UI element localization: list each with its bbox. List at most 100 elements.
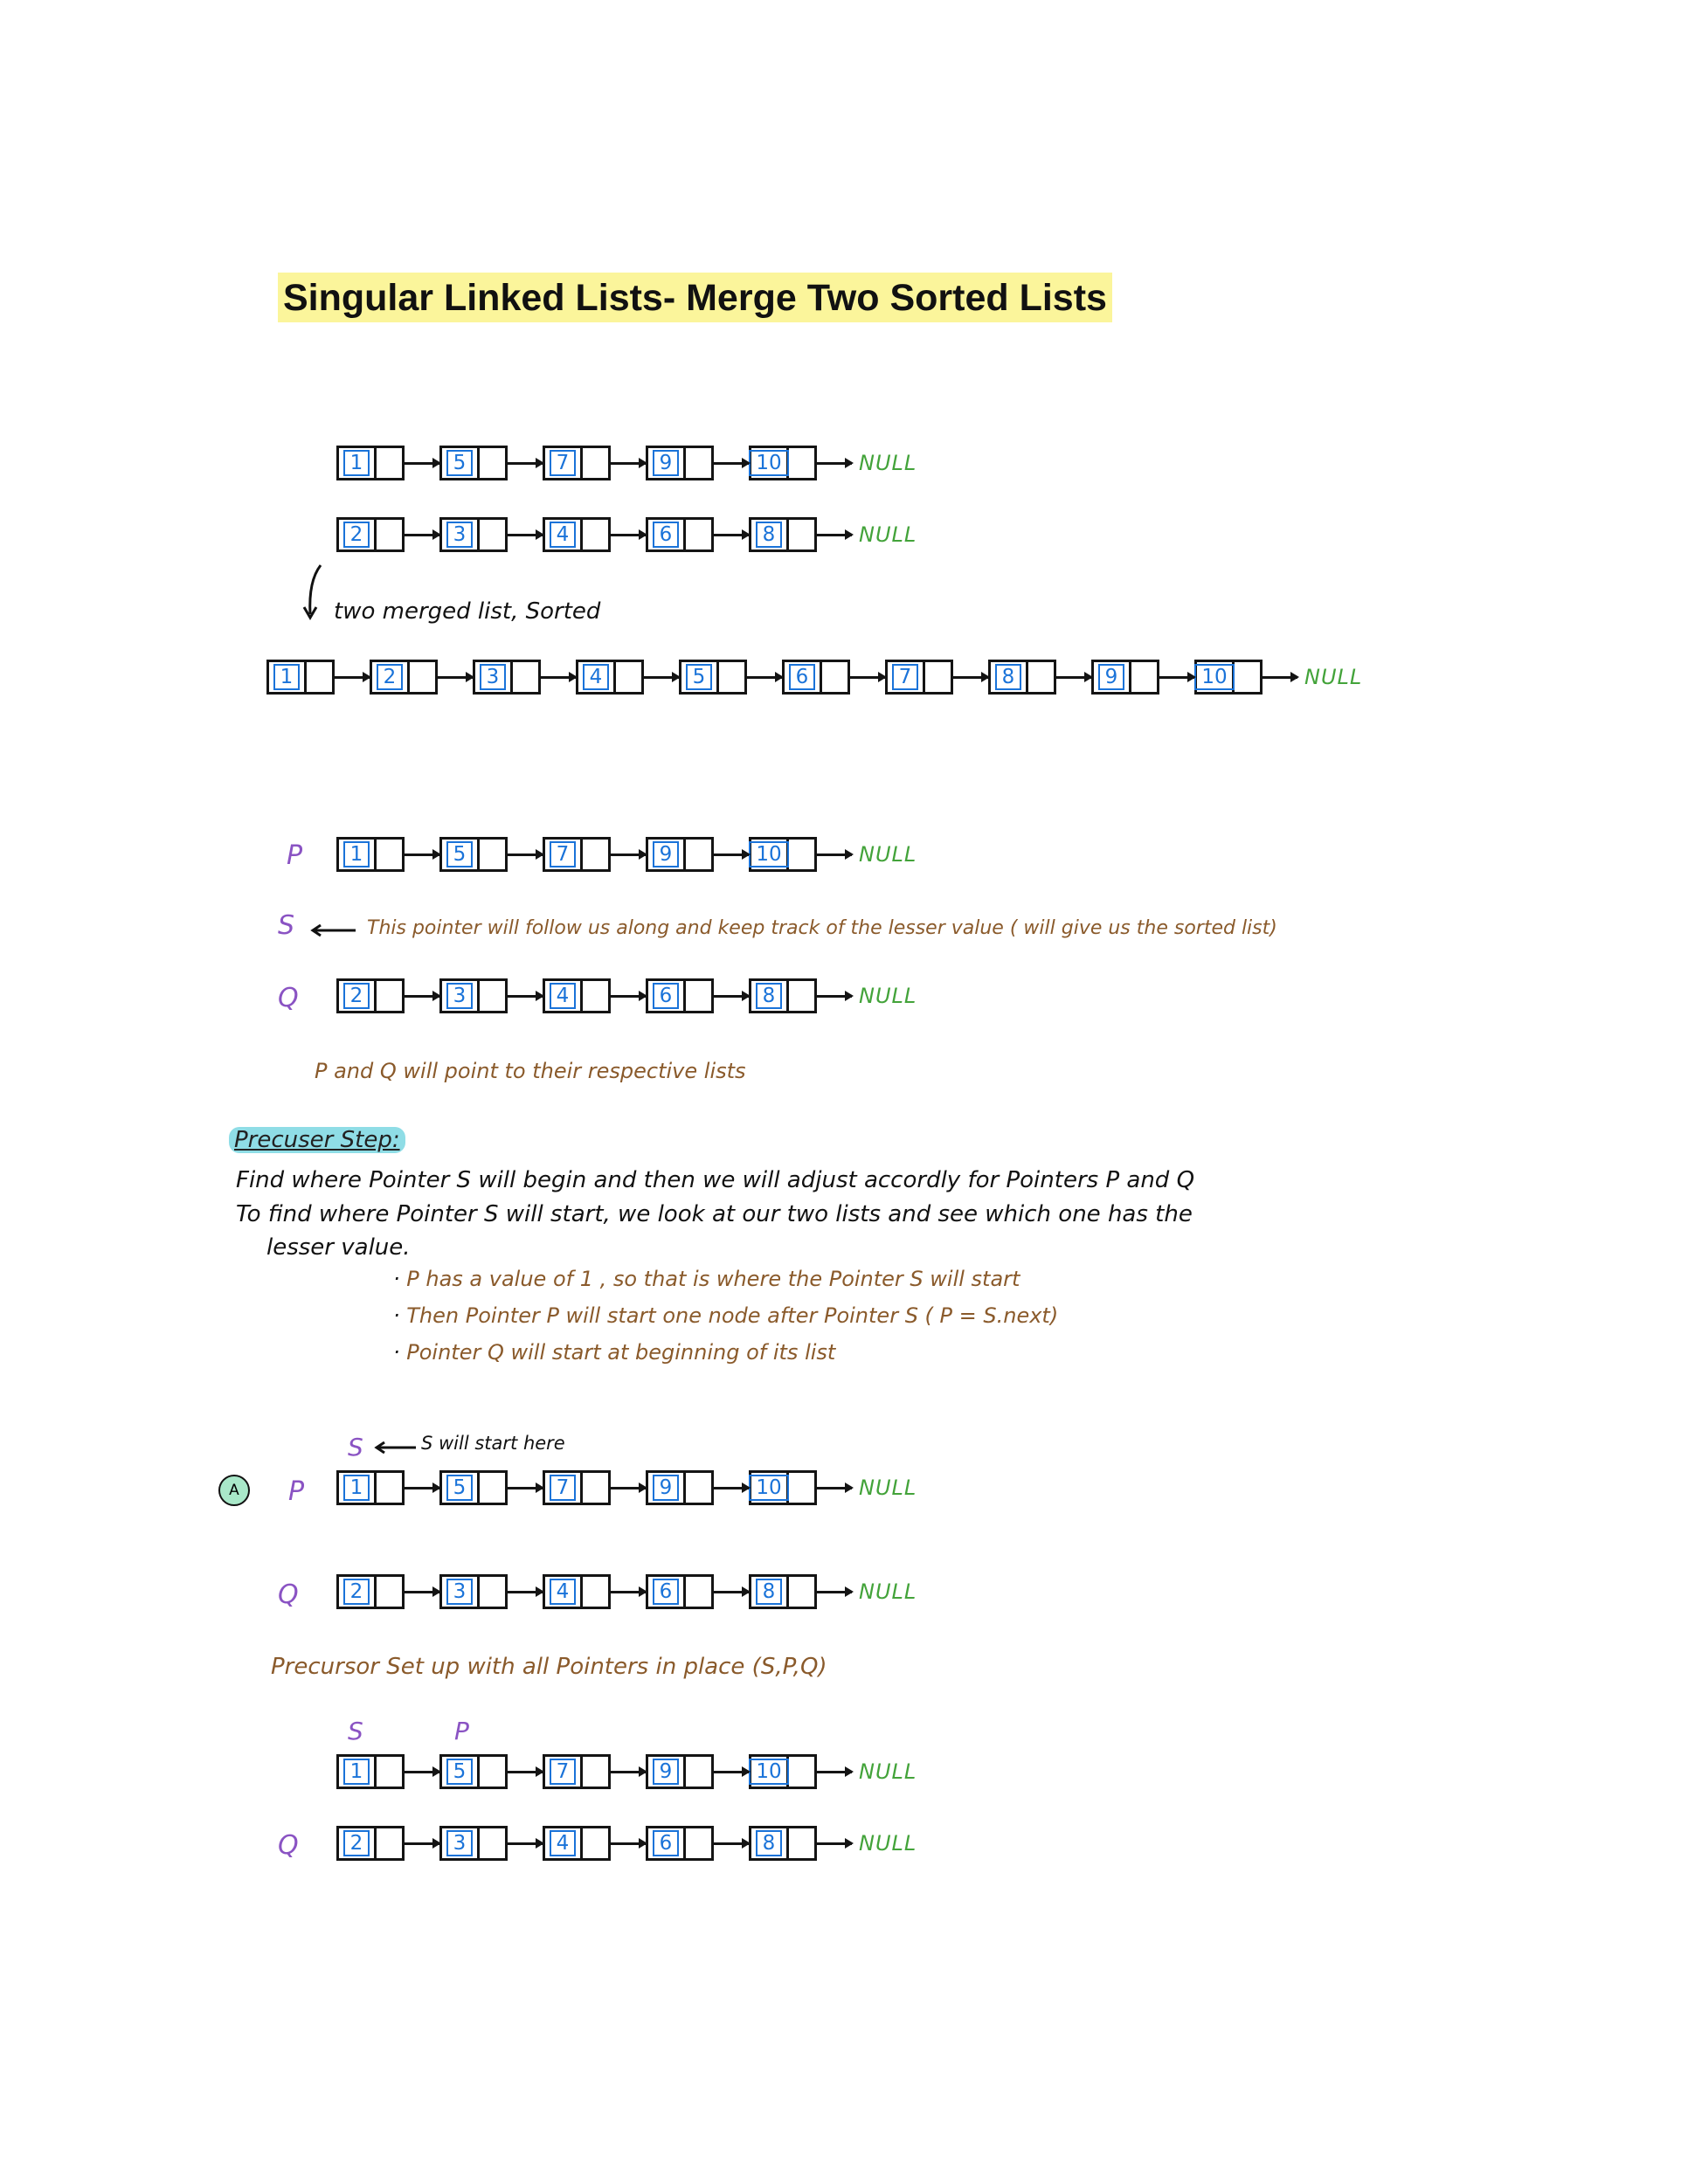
- node-next-pointer: [686, 1828, 711, 1858]
- node-value: 6: [648, 520, 686, 549]
- precursor-line-3: lesser value.: [266, 1234, 411, 1261]
- list-node: 6: [646, 978, 714, 1013]
- null-label: NULL: [1304, 665, 1363, 689]
- list-node: 2: [336, 1574, 405, 1609]
- next-arrow-icon: [438, 671, 474, 682]
- node-value: 1: [339, 1473, 377, 1503]
- list-node: 3: [473, 660, 541, 695]
- null-label: NULL: [859, 1831, 917, 1856]
- null-label: NULL: [859, 451, 917, 475]
- next-arrow-icon: [1159, 671, 1196, 682]
- pq-note: P and Q will point to their respective l…: [315, 1059, 746, 1083]
- list-node: 3: [439, 978, 508, 1013]
- list-node: 4: [576, 660, 644, 695]
- next-arrow-icon: [817, 990, 854, 1001]
- node-next-pointer: [480, 840, 505, 869]
- pointer-p-label: P: [287, 840, 303, 871]
- pointer-q-label: Q: [278, 1579, 299, 1610]
- list-node: 9: [646, 837, 714, 872]
- node-next-pointer: [789, 520, 814, 549]
- next-arrow-icon: [817, 1766, 854, 1777]
- node-next-pointer: [377, 448, 402, 478]
- list-node: 3: [439, 517, 508, 552]
- next-arrow-icon: [405, 1766, 441, 1777]
- node-value: 9: [648, 840, 686, 869]
- node-value: 3: [442, 520, 480, 549]
- list-node: 8: [749, 517, 817, 552]
- node-next-pointer: [1131, 662, 1157, 692]
- node-value: 7: [545, 448, 583, 478]
- list-node: 4: [543, 517, 611, 552]
- next-arrow-icon: [541, 671, 578, 682]
- list-node: 10: [749, 837, 817, 872]
- next-arrow-icon: [953, 671, 990, 682]
- node-next-pointer: [583, 1757, 608, 1787]
- node-value: 10: [749, 840, 789, 869]
- next-arrow-icon: [817, 529, 854, 540]
- node-value: 4: [578, 662, 616, 692]
- list-node: 2: [370, 660, 438, 695]
- null-label: NULL: [859, 1476, 917, 1500]
- next-arrow-icon: [335, 671, 371, 682]
- list-node: 4: [543, 1826, 611, 1861]
- next-arrow-icon: [714, 1586, 751, 1597]
- null-label: NULL: [859, 984, 917, 1008]
- node-value: 5: [442, 448, 480, 478]
- node-next-pointer: [789, 1828, 814, 1858]
- node-next-pointer: [377, 981, 402, 1011]
- null-label: NULL: [859, 842, 917, 867]
- list-node: 7: [543, 446, 611, 480]
- node-value: 7: [545, 1757, 583, 1787]
- list-node: 7: [885, 660, 953, 695]
- node-next-pointer: [377, 1828, 402, 1858]
- node-value: 4: [545, 981, 583, 1011]
- pointer-s-label: S: [278, 910, 295, 941]
- null-label: NULL: [859, 1759, 917, 1784]
- node-next-pointer: [686, 520, 711, 549]
- list-node: 6: [646, 517, 714, 552]
- next-arrow-icon: [508, 1586, 544, 1597]
- next-arrow-icon: [611, 529, 647, 540]
- next-arrow-icon: [644, 671, 681, 682]
- pointer-p-label: P: [288, 1476, 305, 1507]
- node-value: 2: [339, 981, 377, 1011]
- next-arrow-icon: [817, 848, 854, 860]
- precursor-bullets: P has a value of 1 , so that is where th…: [393, 1267, 1058, 1377]
- node-value: 2: [339, 1828, 377, 1858]
- left-arrow-icon: [374, 1441, 416, 1455]
- node-value: 8: [751, 1828, 789, 1858]
- node-next-pointer: [789, 981, 814, 1011]
- list-node: 1: [336, 1470, 405, 1505]
- node-next-pointer: [686, 840, 711, 869]
- list-node: 5: [439, 1470, 508, 1505]
- next-arrow-icon: [405, 990, 441, 1001]
- list-node: 1: [336, 837, 405, 872]
- list-node: 7: [543, 837, 611, 872]
- precursor-line-1: Find where Pointer S will begin and then…: [236, 1167, 1195, 1193]
- list-node: 9: [646, 1754, 714, 1789]
- node-next-pointer: [583, 1473, 608, 1503]
- node-value: 2: [339, 520, 377, 549]
- node-value: 7: [545, 840, 583, 869]
- s-start-note: S will start here: [421, 1433, 565, 1454]
- null-label: NULL: [859, 522, 917, 547]
- node-next-pointer: [480, 1473, 505, 1503]
- bullet-item: P has a value of 1 , so that is where th…: [393, 1267, 1058, 1303]
- node-next-pointer: [789, 1577, 814, 1607]
- node-next-pointer: [925, 662, 951, 692]
- node-value: 10: [749, 1757, 789, 1787]
- node-next-pointer: [616, 662, 641, 692]
- node-next-pointer: [583, 448, 608, 478]
- next-arrow-icon: [508, 1482, 544, 1493]
- node-next-pointer: [513, 662, 538, 692]
- node-value: 10: [749, 448, 789, 478]
- next-arrow-icon: [611, 1837, 647, 1849]
- merged-note: two merged list, Sorted: [334, 598, 601, 625]
- next-arrow-icon: [508, 990, 544, 1001]
- next-arrow-icon: [405, 848, 441, 860]
- next-arrow-icon: [714, 1766, 751, 1777]
- node-next-pointer: [377, 1473, 402, 1503]
- next-arrow-icon: [611, 1766, 647, 1777]
